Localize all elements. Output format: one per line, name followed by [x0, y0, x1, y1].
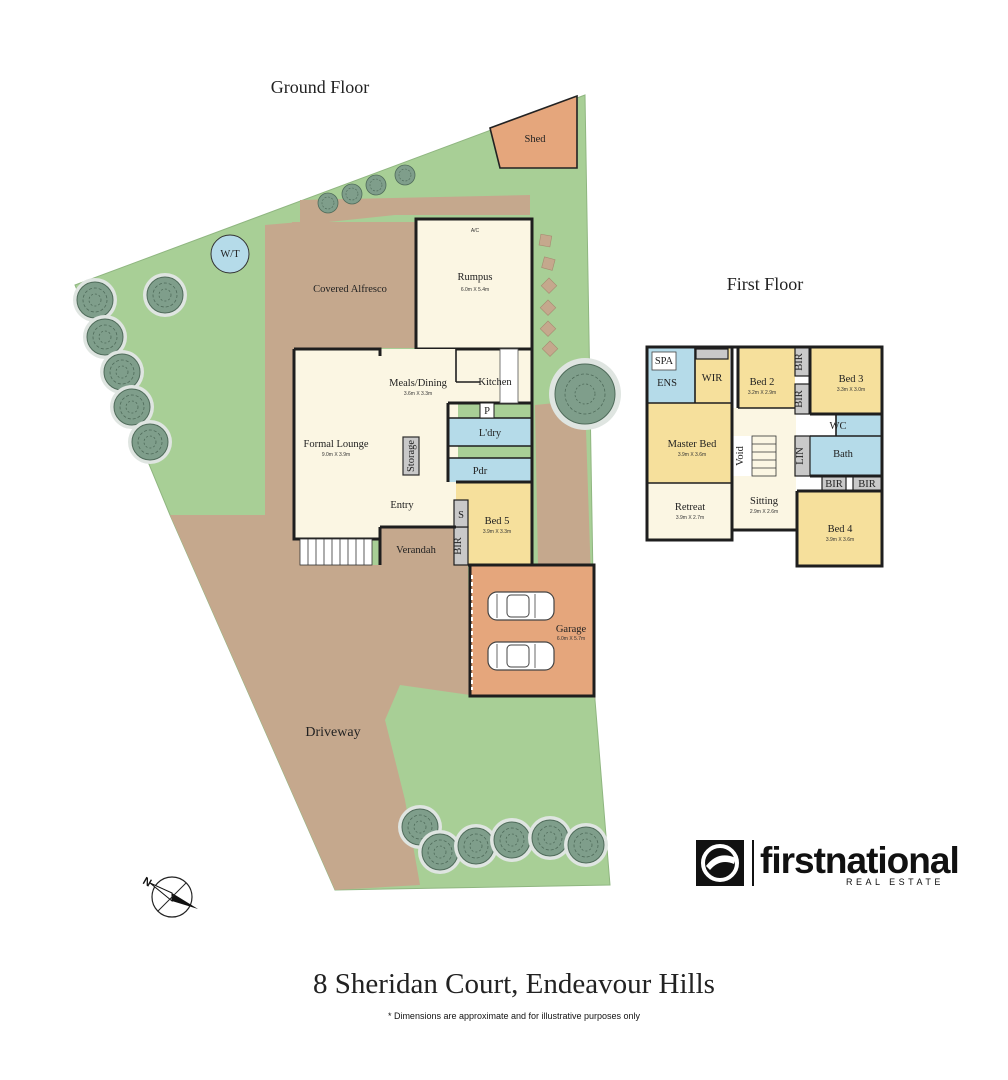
formal-lounge-label: Formal Lounge [303, 439, 368, 450]
sitting-label: Sitting [750, 496, 779, 507]
formal-lounge-dim: 9.0m X 3.9m [322, 452, 350, 458]
kitchen-area [456, 349, 532, 403]
bed-2 [738, 347, 795, 408]
brand-logo: firstnational REAL ESTATE [696, 840, 960, 887]
compass-north-label: N [141, 875, 154, 889]
rumpus [414, 217, 534, 351]
brand-tagline: REAL ESTATE [846, 877, 944, 887]
bir-a-label: BIR [794, 353, 805, 371]
retreat-label: Retreat [675, 502, 705, 513]
first-floor: First Floor [645, 274, 884, 568]
formal-lounge [294, 349, 380, 539]
trees [72, 272, 621, 875]
storage-label: Storage [406, 440, 417, 472]
master-bed-label: Master Bed [668, 439, 717, 450]
bath-label: Bath [833, 449, 854, 460]
driveway-label: Driveway [305, 725, 360, 740]
spa [651, 351, 677, 371]
car-2 [487, 641, 555, 671]
property-address: 8 Sheridan Court, Endeavour Hills [313, 968, 715, 1000]
wc [836, 414, 882, 436]
brand-name: firstnational [760, 840, 959, 881]
shed-label: Shed [525, 134, 547, 145]
water-tank [210, 234, 250, 274]
car-1 [487, 591, 555, 621]
void-label: Void [735, 445, 746, 465]
ens-label: ENS [657, 378, 677, 389]
bed-3 [810, 347, 882, 414]
verandah-label: Verandah [396, 545, 436, 556]
retreat [647, 483, 732, 540]
compass: N [141, 875, 198, 918]
wc-label: WC [830, 421, 847, 432]
bed-5 [456, 482, 532, 565]
kitchen-bench [499, 348, 519, 404]
ac-label: A/C [471, 228, 480, 234]
bed-5-label: Bed 5 [485, 516, 510, 527]
bed-4-dim: 3.9m X 3.6m [826, 537, 854, 543]
laundry [448, 418, 532, 446]
s-cupboard [453, 499, 469, 528]
verandah [380, 527, 455, 565]
wir-label: WIR [702, 373, 722, 384]
bed-5-dim: 3.9m X 3.3m [483, 529, 511, 535]
rumpus-dim: 6.0m X 5.4m [461, 287, 489, 293]
spa-label: SPA [655, 356, 674, 367]
garage-label: Garage [556, 624, 587, 635]
shed [489, 94, 578, 169]
pantry-label: P [484, 406, 490, 417]
side-paving [265, 222, 300, 515]
retreat-dim: 3.9m X 2.7m [676, 515, 704, 521]
s-label: S [458, 510, 464, 521]
meals-dining-dim: 3.6m X 3.3m [404, 391, 432, 397]
bed-2-dim: 3.2m X 2.9m [748, 390, 776, 396]
powder [448, 458, 532, 482]
bed-4-label: Bed 4 [828, 524, 854, 535]
stepping-stones [538, 233, 559, 357]
laundry-label: L'dry [479, 428, 502, 439]
sitting-dim: 2.9m X 2.6m [750, 509, 778, 515]
bed-2-label: Bed 2 [750, 377, 775, 388]
rumpus-label: Rumpus [457, 272, 492, 283]
ground-floor-title: Ground Floor [271, 77, 370, 97]
master-bed-dim: 3.9m X 3.6m [678, 452, 706, 458]
covered-alfresco-label: Covered Alfresco [313, 284, 387, 295]
entry-label: Entry [390, 500, 414, 511]
bir-d-label: BIR [858, 479, 876, 490]
powder-label: Pdr [473, 466, 488, 477]
brand-mark-icon [696, 840, 754, 886]
bath [810, 436, 882, 476]
lin-label: LIN [795, 447, 806, 465]
meals-dining-label: Meals/Dining [389, 378, 447, 389]
disclaimer: * Dimensions are approximate and for ill… [388, 1011, 641, 1021]
water-tank-label: W/T [220, 249, 240, 260]
first-stairs [751, 435, 777, 477]
bir-ground-label: BIR [453, 537, 464, 555]
void [732, 436, 752, 476]
bed-3-label: Bed 3 [839, 374, 864, 385]
covered-alfresco [292, 222, 416, 348]
bed-4 [797, 491, 882, 566]
bir-c-label: BIR [825, 479, 843, 490]
kitchen-label: Kitchen [478, 377, 512, 388]
garage-dim: 6.0m X 5.7m [557, 636, 585, 642]
ground-stairs [299, 436, 420, 566]
pantry [479, 402, 495, 419]
driveway-area [170, 515, 470, 890]
bir-b-label: BIR [794, 390, 805, 408]
first-floor-title: First Floor [727, 274, 804, 294]
ground-floor: Ground Floor Covered Alfresco Rumpus 6.0… [271, 77, 596, 698]
garage [468, 563, 596, 698]
master-bed [647, 403, 732, 483]
bed-3-dim: 3.3m X 3.0m [837, 387, 865, 393]
